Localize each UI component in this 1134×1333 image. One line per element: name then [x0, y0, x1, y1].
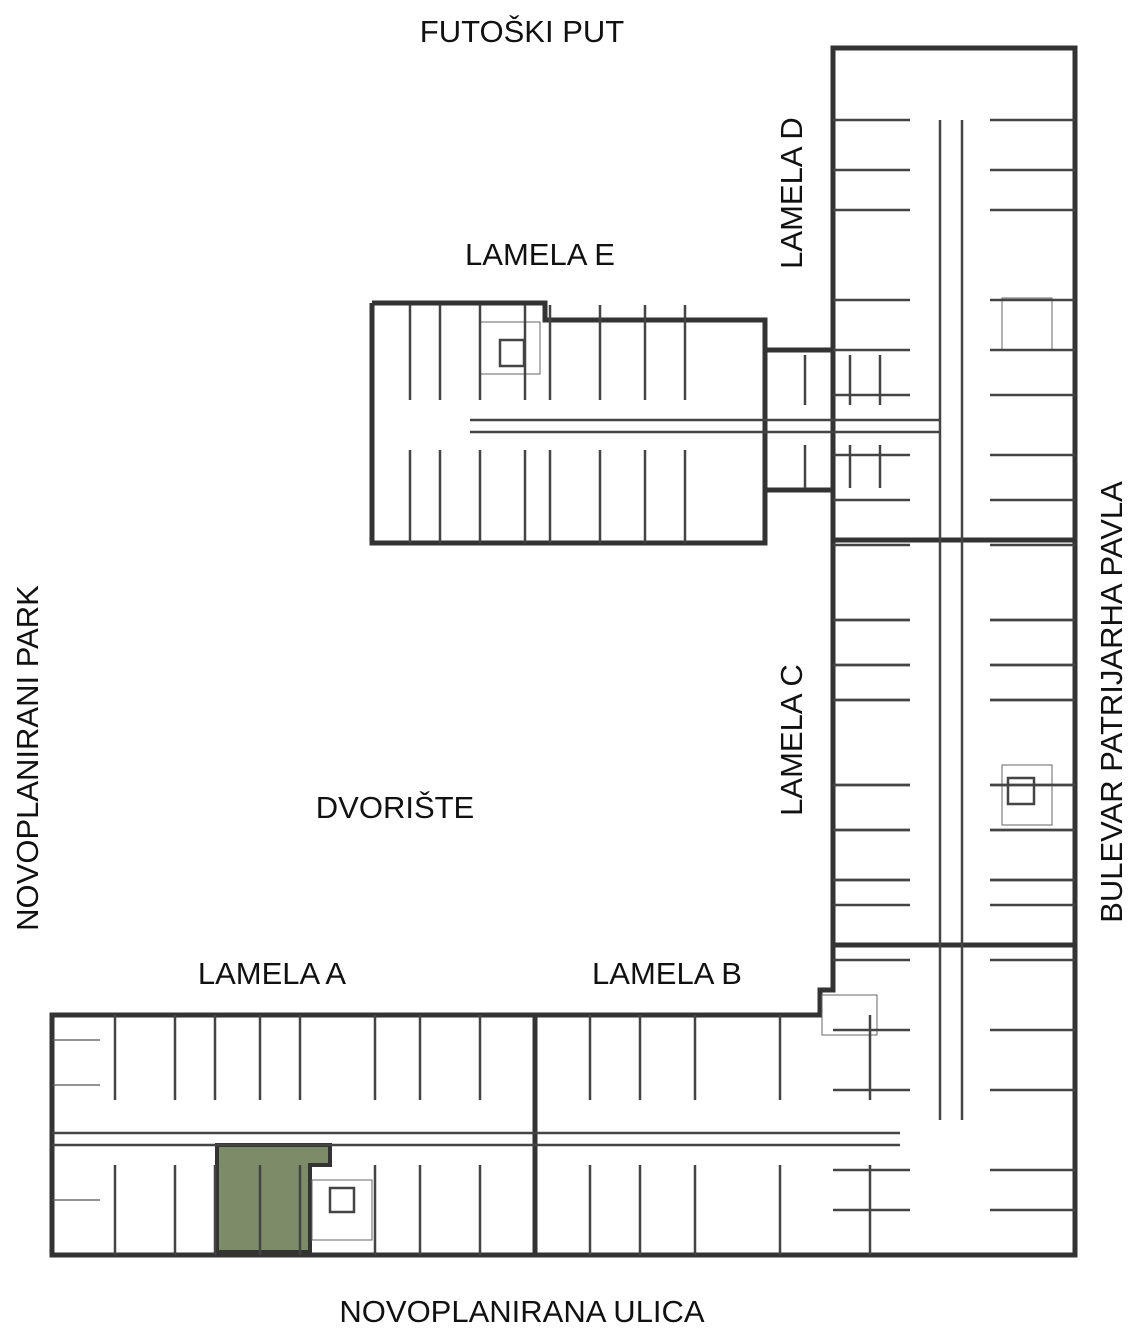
lamela-c-label: LAMELA C [774, 664, 809, 816]
lamela-e-label: LAMELA E [465, 237, 615, 272]
street-label-east: BULEVAR PATRIJARHA PAVLA [1094, 481, 1129, 923]
building-outline [49, 45, 1078, 1258]
courtyard-label: DVORIŠTE [316, 790, 474, 825]
lamela-a-label: LAMELA A [198, 956, 347, 991]
lamela-b-label: LAMELA B [592, 956, 742, 991]
interior-walls [52, 118, 1075, 1255]
highlighted-apartment[interactable] [215, 1143, 332, 1254]
street-label-north: FUTOŠKI PUT [420, 14, 624, 49]
lamela-d-label: LAMELA D [774, 117, 809, 269]
street-label-west: NOVOPLANIRANI PARK [10, 585, 45, 931]
street-label-south: NOVOPLANIRANA ULICA [339, 1294, 705, 1329]
